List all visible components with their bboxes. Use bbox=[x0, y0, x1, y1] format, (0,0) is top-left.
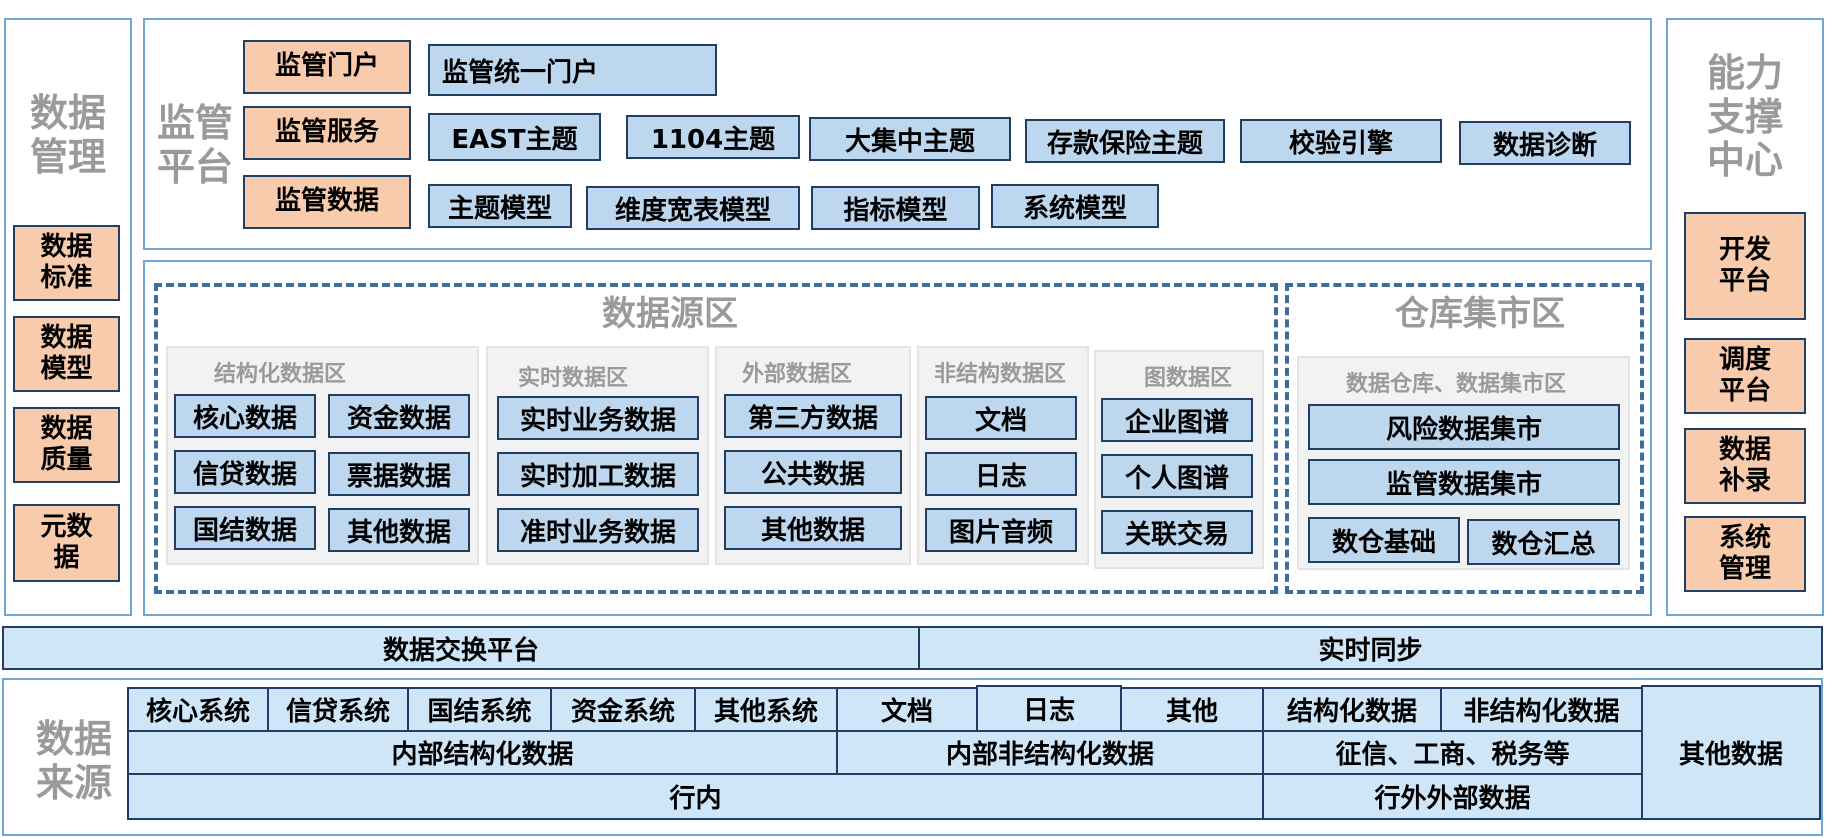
capability-center-title: 能力 支撑 中心 bbox=[1706, 51, 1783, 183]
warehouse-summary[interactable]: 数仓汇总 bbox=[1467, 519, 1620, 565]
data-source-title: 数据 来源 bbox=[35, 717, 112, 805]
realtime-business-data[interactable]: 实时业务数据 bbox=[497, 396, 699, 440]
warehouse-zone-title: 仓库集市区 bbox=[1395, 294, 1565, 334]
document-data[interactable]: 文档 bbox=[925, 396, 1077, 440]
credit-data[interactable]: 信贷数据 bbox=[174, 450, 316, 494]
source-other[interactable]: 其他 bbox=[1120, 687, 1264, 732]
realtime-processing-data[interactable]: 实时加工数据 bbox=[497, 452, 699, 496]
indicator-model[interactable]: 指标模型 bbox=[811, 186, 980, 230]
system-management-item[interactable]: 系统 管理 bbox=[1684, 516, 1806, 592]
risk-data-mart[interactable]: 风险数据集市 bbox=[1308, 404, 1620, 450]
data-exchange-platform[interactable]: 数据交换平台 bbox=[2, 626, 920, 670]
data-supplement-item[interactable]: 数据 补录 bbox=[1684, 428, 1806, 504]
metadata-item[interactable]: 元数 据 bbox=[13, 504, 120, 582]
validation-engine[interactable]: 校验引擎 bbox=[1240, 119, 1442, 163]
centralized-topic[interactable]: 大集中主题 bbox=[809, 117, 1011, 161]
image-audio-data[interactable]: 图片音频 bbox=[925, 508, 1077, 552]
related-transaction[interactable]: 关联交易 bbox=[1101, 510, 1253, 554]
data-standard-item[interactable]: 数据 标准 bbox=[13, 225, 120, 301]
data-source-zone bbox=[154, 283, 1278, 594]
timely-business-data[interactable]: 准时业务数据 bbox=[497, 508, 699, 552]
structured-data-title: 结构化数据区 bbox=[214, 362, 347, 387]
system-model[interactable]: 系统模型 bbox=[991, 184, 1159, 228]
data-diagnosis[interactable]: 数据诊断 bbox=[1459, 121, 1631, 165]
regulatory-platform-panel: 监管 平台 监管门户 监管统一门户 监管服务 EAST主题 1104主题 大集中… bbox=[143, 18, 1652, 250]
data-model-item[interactable]: 数据 模型 bbox=[13, 316, 120, 392]
log-data[interactable]: 日志 bbox=[925, 452, 1077, 496]
schedule-platform-item[interactable]: 调度 平台 bbox=[1684, 338, 1806, 414]
reg-portal-label[interactable]: 监管门户 bbox=[243, 40, 411, 94]
intl-settlement-data[interactable]: 国结数据 bbox=[174, 506, 316, 550]
dev-platform-item[interactable]: 开发 平台 bbox=[1684, 212, 1806, 320]
third-party-data[interactable]: 第三方数据 bbox=[724, 394, 902, 438]
external-bank-data[interactable]: 行外外部数据 bbox=[1262, 773, 1643, 820]
bill-data[interactable]: 票据数据 bbox=[328, 452, 470, 496]
external-data-title: 外部数据区 bbox=[742, 362, 853, 387]
other-external-data[interactable]: 其他数据 bbox=[724, 506, 902, 550]
other-structured-data[interactable]: 其他数据 bbox=[328, 508, 470, 552]
source-document[interactable]: 文档 bbox=[836, 687, 978, 732]
warehouse-base[interactable]: 数仓基础 bbox=[1308, 517, 1460, 563]
public-data[interactable]: 公共数据 bbox=[724, 450, 902, 494]
dimension-wide-table-model[interactable]: 维度宽表模型 bbox=[586, 186, 800, 230]
realtime-sync[interactable]: 实时同步 bbox=[918, 626, 1823, 670]
intl-settlement-system[interactable]: 国结系统 bbox=[407, 687, 552, 732]
east-topic[interactable]: EAST主题 bbox=[428, 113, 601, 161]
reg-unified-portal[interactable]: 监管统一门户 bbox=[428, 44, 717, 96]
data-source-zone-title: 数据源区 bbox=[602, 294, 738, 334]
realtime-data-title: 实时数据区 bbox=[518, 366, 629, 391]
fund-system[interactable]: 资金系统 bbox=[550, 687, 696, 732]
data-management-panel: 数据 管理 数据 标准 数据 模型 数据 质量 元数 据 bbox=[4, 18, 132, 616]
structured-source-data[interactable]: 结构化数据 bbox=[1262, 687, 1442, 732]
unstructured-source-data[interactable]: 非结构化数据 bbox=[1440, 687, 1643, 732]
unstructured-data-title: 非结构数据区 bbox=[934, 362, 1067, 387]
warehouse-area-title: 数据仓库、数据集市区 bbox=[1346, 372, 1567, 397]
other-source-data[interactable]: 其他数据 bbox=[1641, 685, 1821, 820]
enterprise-graph[interactable]: 企业图谱 bbox=[1101, 398, 1253, 442]
data-quality-item[interactable]: 数据 质量 bbox=[13, 407, 120, 483]
capability-center-panel: 能力 支撑 中心 开发 平台 调度 平台 数据 补录 系统 管理 bbox=[1666, 18, 1824, 616]
reg-service-label[interactable]: 监管服务 bbox=[243, 106, 411, 160]
fund-data[interactable]: 资金数据 bbox=[328, 394, 470, 438]
topic-1104[interactable]: 1104主题 bbox=[626, 115, 800, 159]
topic-model[interactable]: 主题模型 bbox=[428, 184, 572, 228]
regulatory-data-mart[interactable]: 监管数据集市 bbox=[1308, 459, 1620, 505]
source-log[interactable]: 日志 bbox=[976, 685, 1122, 732]
internal-structured-data[interactable]: 内部结构化数据 bbox=[127, 730, 838, 775]
credit-system[interactable]: 信贷系统 bbox=[267, 687, 409, 732]
data-management-title: 数据 管理 bbox=[29, 91, 106, 179]
deposit-insurance-topic[interactable]: 存款保险主题 bbox=[1025, 119, 1225, 163]
reg-data-label[interactable]: 监管数据 bbox=[243, 175, 411, 229]
core-data[interactable]: 核心数据 bbox=[174, 394, 316, 438]
warehouse-zone bbox=[1285, 283, 1644, 594]
regulatory-platform-title: 监管 平台 bbox=[156, 101, 233, 189]
internal-unstructured-data[interactable]: 内部非结构化数据 bbox=[836, 730, 1264, 775]
core-system[interactable]: 核心系统 bbox=[127, 687, 269, 732]
other-system[interactable]: 其他系统 bbox=[694, 687, 838, 732]
in-bank-data[interactable]: 行内 bbox=[127, 773, 1264, 820]
personal-graph[interactable]: 个人图谱 bbox=[1101, 454, 1253, 498]
graph-data-title: 图数据区 bbox=[1144, 366, 1233, 391]
credit-business-tax-data[interactable]: 征信、工商、税务等 bbox=[1262, 730, 1643, 775]
